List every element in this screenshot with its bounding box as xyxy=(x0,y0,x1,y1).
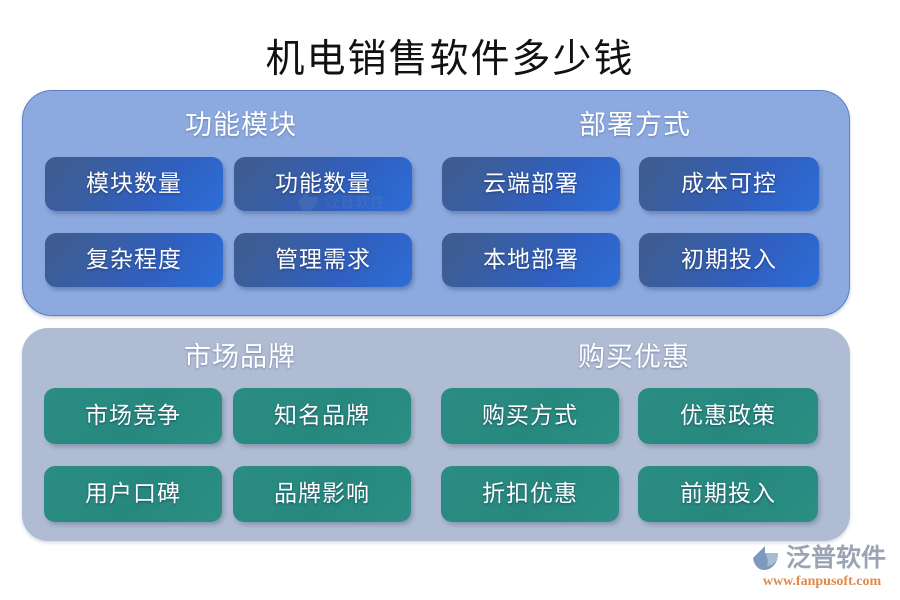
column-heading-function-modules: 功能模块 xyxy=(185,110,297,140)
logo-row: 泛普软件 xyxy=(752,543,892,573)
item-box-upfront-investment[interactable]: 前期投入 xyxy=(638,466,818,522)
item-box-famous-brand[interactable]: 知名品牌 xyxy=(233,388,411,444)
panel-market-brand: 市场品牌 购买优惠 市场竞争 知名品牌 购买方式 优惠政策 用户口碑 品牌影响 … xyxy=(22,328,850,541)
item-box-complexity[interactable]: 复杂程度 xyxy=(45,233,223,287)
item-box-local-deployment[interactable]: 本地部署 xyxy=(442,233,620,287)
column-heading-deployment: 部署方式 xyxy=(579,110,691,140)
item-box-purchase-method[interactable]: 购买方式 xyxy=(441,388,619,444)
item-box-discount-offer[interactable]: 折扣优惠 xyxy=(441,466,619,522)
fanpu-swoosh-icon xyxy=(753,546,778,570)
column-heading-purchase-discount: 购买优惠 xyxy=(578,342,690,372)
item-box-module-count[interactable]: 模块数量 xyxy=(45,157,223,211)
item-box-cost-control[interactable]: 成本可控 xyxy=(639,157,819,211)
item-box-user-reputation[interactable]: 用户口碑 xyxy=(44,466,222,522)
panel-function-modules: 功能模块 部署方式 模块数量 功能数量 云端部署 成本可控 复杂程度 管理需求 … xyxy=(22,90,850,316)
item-box-discount-policy[interactable]: 优惠政策 xyxy=(638,388,818,444)
logo-name: 泛普软件 xyxy=(786,544,887,572)
item-box-feature-count[interactable]: 功能数量 xyxy=(234,157,412,211)
item-box-management-need[interactable]: 管理需求 xyxy=(234,233,412,287)
page-title: 机电销售软件多少钱 xyxy=(265,38,635,81)
column-heading-market-brand: 市场品牌 xyxy=(184,342,296,372)
item-box-market-competition[interactable]: 市场竞争 xyxy=(44,388,222,444)
item-box-brand-influence[interactable]: 品牌影响 xyxy=(233,466,411,522)
item-box-initial-investment[interactable]: 初期投入 xyxy=(639,233,819,287)
brand-logo: 泛普软件 www.fanpusoft.com xyxy=(752,543,892,593)
logo-url: www.fanpusoft.com xyxy=(762,574,882,589)
item-box-cloud-deployment[interactable]: 云端部署 xyxy=(442,157,620,211)
